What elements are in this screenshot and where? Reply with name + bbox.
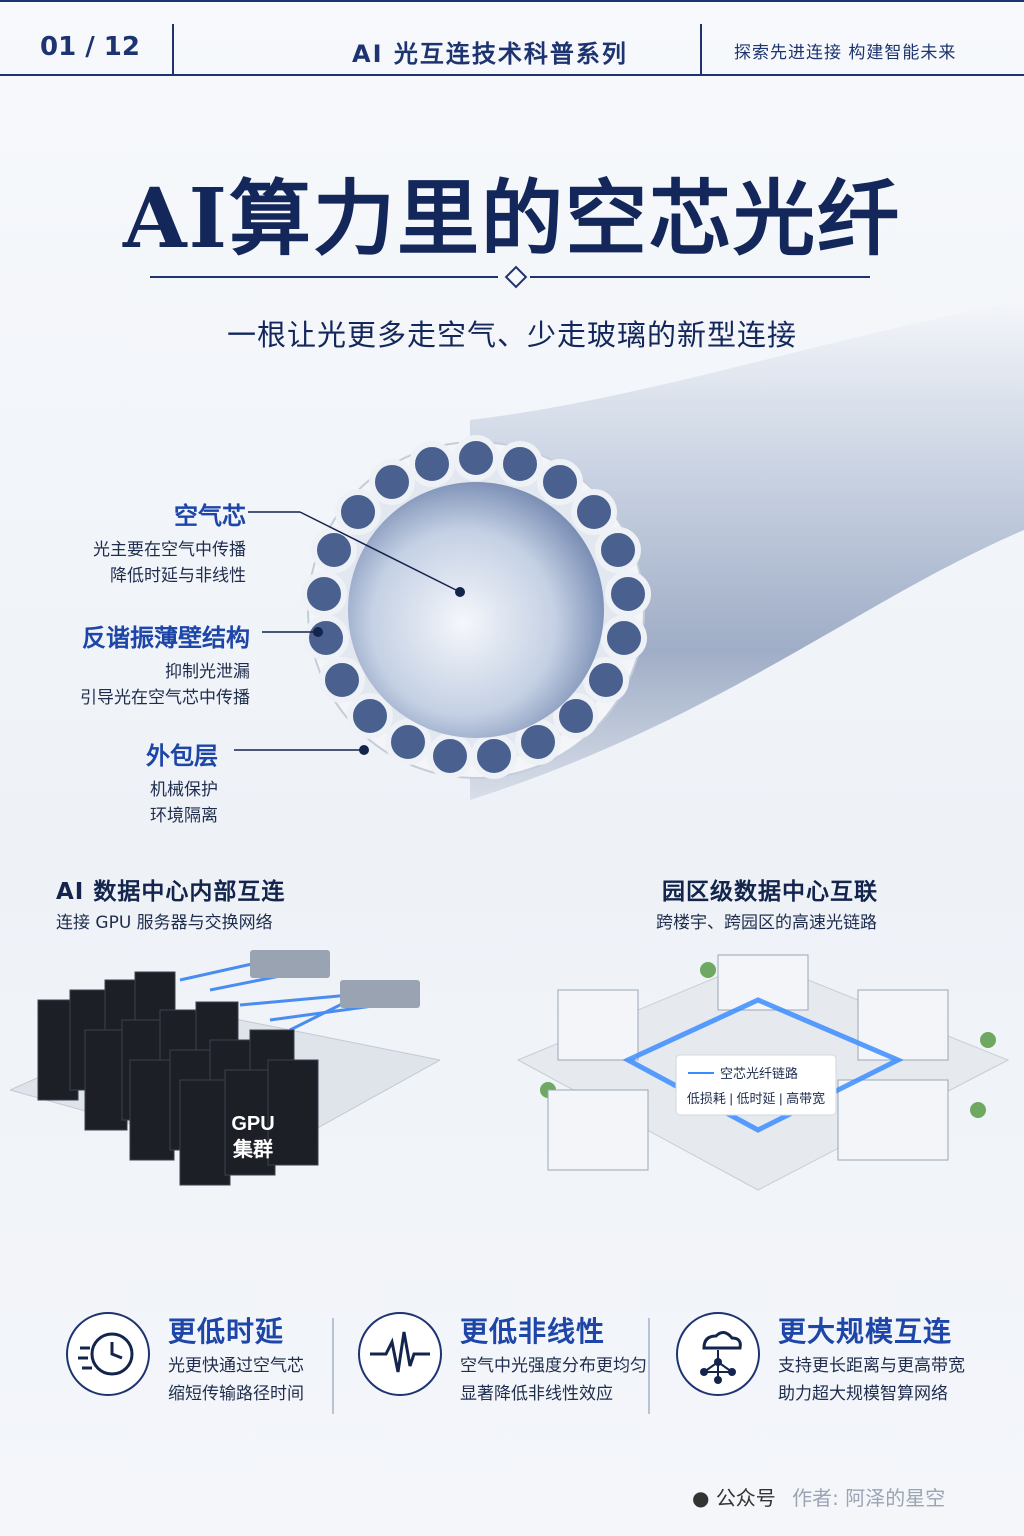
feature-title: 更低时延 — [168, 1315, 285, 1348]
campus-network-illustration: 空芯光纤链路 低损耗 | 低时延 | 高带宽 — [516, 954, 1010, 1191]
title-divider — [530, 276, 870, 278]
feature-title: 更大规模互连 — [778, 1315, 953, 1348]
feature-line: 空气中光强度分布更均匀 — [460, 1356, 647, 1376]
label-line: 引导光在空气芯中传播 — [80, 688, 250, 708]
clock-speed-icon — [66, 1312, 150, 1396]
footer-platform: 公众号 — [715, 1486, 776, 1510]
label-title: 空气芯 — [174, 502, 246, 530]
header-divider — [700, 24, 702, 76]
feature-divider — [332, 1318, 334, 1414]
label-title: 反谐振薄壁结构 — [82, 624, 250, 652]
label-title: 外包层 — [146, 742, 218, 770]
feature-divider — [648, 1318, 650, 1414]
label-line: 光主要在空气中传播 — [93, 540, 246, 560]
label-line: 抑制光泄漏 — [165, 662, 250, 682]
air-core-label: 空气芯 光主要在空气中传播 降低时延与非线性 — [40, 496, 246, 589]
datacenter-section-title: AI 数据中心内部互连 — [56, 879, 286, 905]
label-line: 降低时延与非线性 — [110, 566, 246, 586]
feature-line: 光更快通过空气芯 — [168, 1356, 304, 1376]
hollow-core-fiber-illustration — [234, 300, 1024, 800]
gpu-cluster-label-line1: GPU — [231, 1113, 274, 1135]
outer-cladding-label: 外包层 机械保护 环境隔离 — [40, 736, 218, 829]
series-title: AI 光互连技术科普系列 — [352, 40, 628, 68]
page-subtitle: 一根让光更多走空气、少走玻璃的新型连接 — [226, 318, 797, 352]
campus-section-title: 园区级数据中心互联 — [662, 879, 878, 905]
wechat-icon: ● — [692, 1486, 710, 1510]
header-band: 01 / 12 AI 光互连技术科普系列 探索先进连接 构建智能未来 — [0, 0, 1024, 76]
feature-line: 缩短传输路径时间 — [168, 1384, 304, 1404]
title-divider — [150, 276, 498, 278]
footer-author: 作者: 阿泽的星空 — [792, 1486, 946, 1510]
label-line: 机械保护 — [150, 780, 218, 800]
campus-section-subtitle: 跨楼宇、跨园区的高速光链路 — [656, 913, 877, 933]
page-number: 01 / 12 — [40, 32, 140, 62]
feature-line: 助力超大规模智算网络 — [778, 1384, 948, 1404]
label-line: 环境隔离 — [150, 806, 218, 826]
datacenter-section-subtitle: 连接 GPU 服务器与交换网络 — [56, 913, 273, 933]
gpu-cluster-label-line2: 集群 — [232, 1137, 273, 1161]
feature-line: 显著降低非线性效应 — [460, 1384, 613, 1404]
waveform-icon — [358, 1312, 442, 1396]
feature-line: 支持更长距离与更高带宽 — [778, 1356, 965, 1376]
network-cloud-icon — [676, 1312, 760, 1396]
antiresonant-wall-label: 反谐振薄壁结构 抑制光泄漏 引导光在空气芯中传播 — [30, 618, 250, 711]
gpu-cluster-illustration: GPU 集群 — [10, 950, 440, 1186]
header-divider — [172, 24, 174, 76]
feature-title: 更低非线性 — [460, 1315, 606, 1348]
link-legend-title: 空芯光纤链路 — [720, 1066, 798, 1081]
link-legend-features: 低损耗 | 低时延 | 高带宽 — [687, 1091, 825, 1106]
page-title: AI算力里的空芯光纤 — [123, 171, 901, 267]
footer-credit: ● 公众号 作者: 阿泽的星空 — [692, 1482, 945, 1511]
header-slogan: 探索先进连接 构建智能未来 — [734, 43, 957, 63]
